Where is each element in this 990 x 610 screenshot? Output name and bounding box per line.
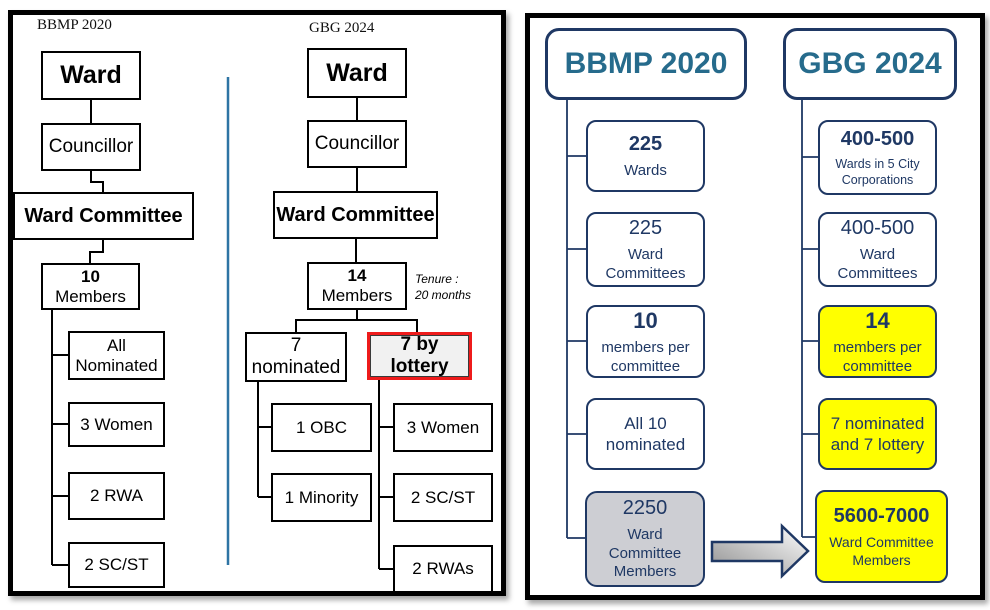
node-ward-bbmp: Ward — [41, 51, 141, 100]
stat-bbmp-all-nominated: All 10 nominated — [586, 398, 705, 470]
node-ward-committee-bbmp: Ward Committee — [13, 192, 194, 240]
bbmp-header: BBMP 2020 — [545, 28, 747, 100]
stat-label: Ward Committees — [837, 245, 918, 282]
stat-value: 2250 — [622, 496, 668, 519]
node-councillor-bbmp: Councillor — [41, 123, 141, 171]
numbers-panel: BBMP 2020 GBG 2024 225 Wards 225 Ward Co… — [525, 13, 985, 600]
gbg-header: GBG 2024 — [783, 28, 957, 100]
members-label-gbg: Members — [321, 286, 393, 305]
stat-value: 5600-7000 — [833, 505, 930, 527]
stat-value: 400-500 — [840, 216, 915, 239]
node-7-by-lottery: 7 by lottery — [367, 332, 472, 380]
node-1-minority: 1 Minority — [271, 473, 372, 522]
node-2-scst-gbg: 2 SC/ST — [393, 473, 493, 522]
stat-label: Ward Committees — [605, 245, 686, 282]
bbmp-column-title: BBMP 2020 — [37, 17, 112, 33]
stat-value: 225 — [628, 132, 663, 155]
stat-bbmp-ward-committees: 225 Ward Committees — [586, 212, 705, 287]
stat-bbmp-wards: 225 Wards — [586, 120, 705, 192]
stat-gbg-ward-committees: 400-500 Ward Committees — [818, 212, 937, 287]
stat-gbg-total-members: 5600-7000 Ward Committee Members — [815, 490, 948, 583]
node-ward-gbg: Ward — [307, 48, 407, 98]
node-7-nominated: 7 nominated — [245, 332, 347, 382]
node-2-rwas-gbg: 2 RWAs — [393, 545, 493, 593]
stat-bbmp-total-members: 2250 Ward Committee Members — [585, 491, 705, 587]
node-members-bbmp: 10 Members — [41, 263, 140, 310]
stat-label: Ward Committee Members — [829, 534, 934, 568]
stat-bbmp-members-per-committee: 10 members per committee — [586, 305, 705, 378]
members-count-bbmp: 10 — [81, 266, 100, 286]
node-councillor-gbg: Councillor — [307, 120, 407, 168]
node-1-obc: 1 OBC — [271, 403, 372, 452]
flowchart-panel: BBMP 2020 Ward Councillor Ward Committee… — [8, 10, 506, 596]
stat-label: Wards in 5 City Corporations — [835, 156, 920, 187]
node-2-scst-bbmp: 2 SC/ST — [68, 542, 165, 588]
stat-value: 10 — [633, 307, 658, 333]
members-label-bbmp: Members — [55, 286, 126, 306]
node-2-rwa-bbmp: 2 RWA — [68, 472, 165, 520]
members-count-gbg: 14 — [347, 266, 367, 286]
stat-label: members per committee — [833, 339, 922, 375]
stat-label: Wards — [624, 161, 667, 179]
tenure-note: Tenure : 20 months — [415, 272, 472, 302]
node-all-nominated: All Nominated — [68, 331, 165, 380]
node-ward-committee-gbg: Ward Committee — [273, 191, 438, 239]
node-3-women-gbg: 3 Women — [393, 403, 493, 452]
node-members-gbg: 14 Members — [307, 262, 407, 310]
stat-value: 225 — [628, 216, 663, 239]
stat-gbg-nominated-lottery: 7 nominated and 7 lottery — [818, 398, 937, 470]
stat-label: members per committee — [601, 339, 690, 375]
stat-gbg-wards: 400-500 Wards in 5 City Corporations — [818, 120, 937, 195]
node-3-women-bbmp: 3 Women — [68, 402, 165, 447]
stat-value: 14 — [865, 307, 890, 333]
gbg-column-title: GBG 2024 — [309, 20, 375, 36]
transition-arrow — [710, 523, 810, 579]
stat-value: 400-500 — [840, 127, 915, 150]
stat-label: Ward Committee Members — [608, 525, 682, 581]
stat-gbg-members-per-committee: 14 members per committee — [818, 305, 937, 378]
